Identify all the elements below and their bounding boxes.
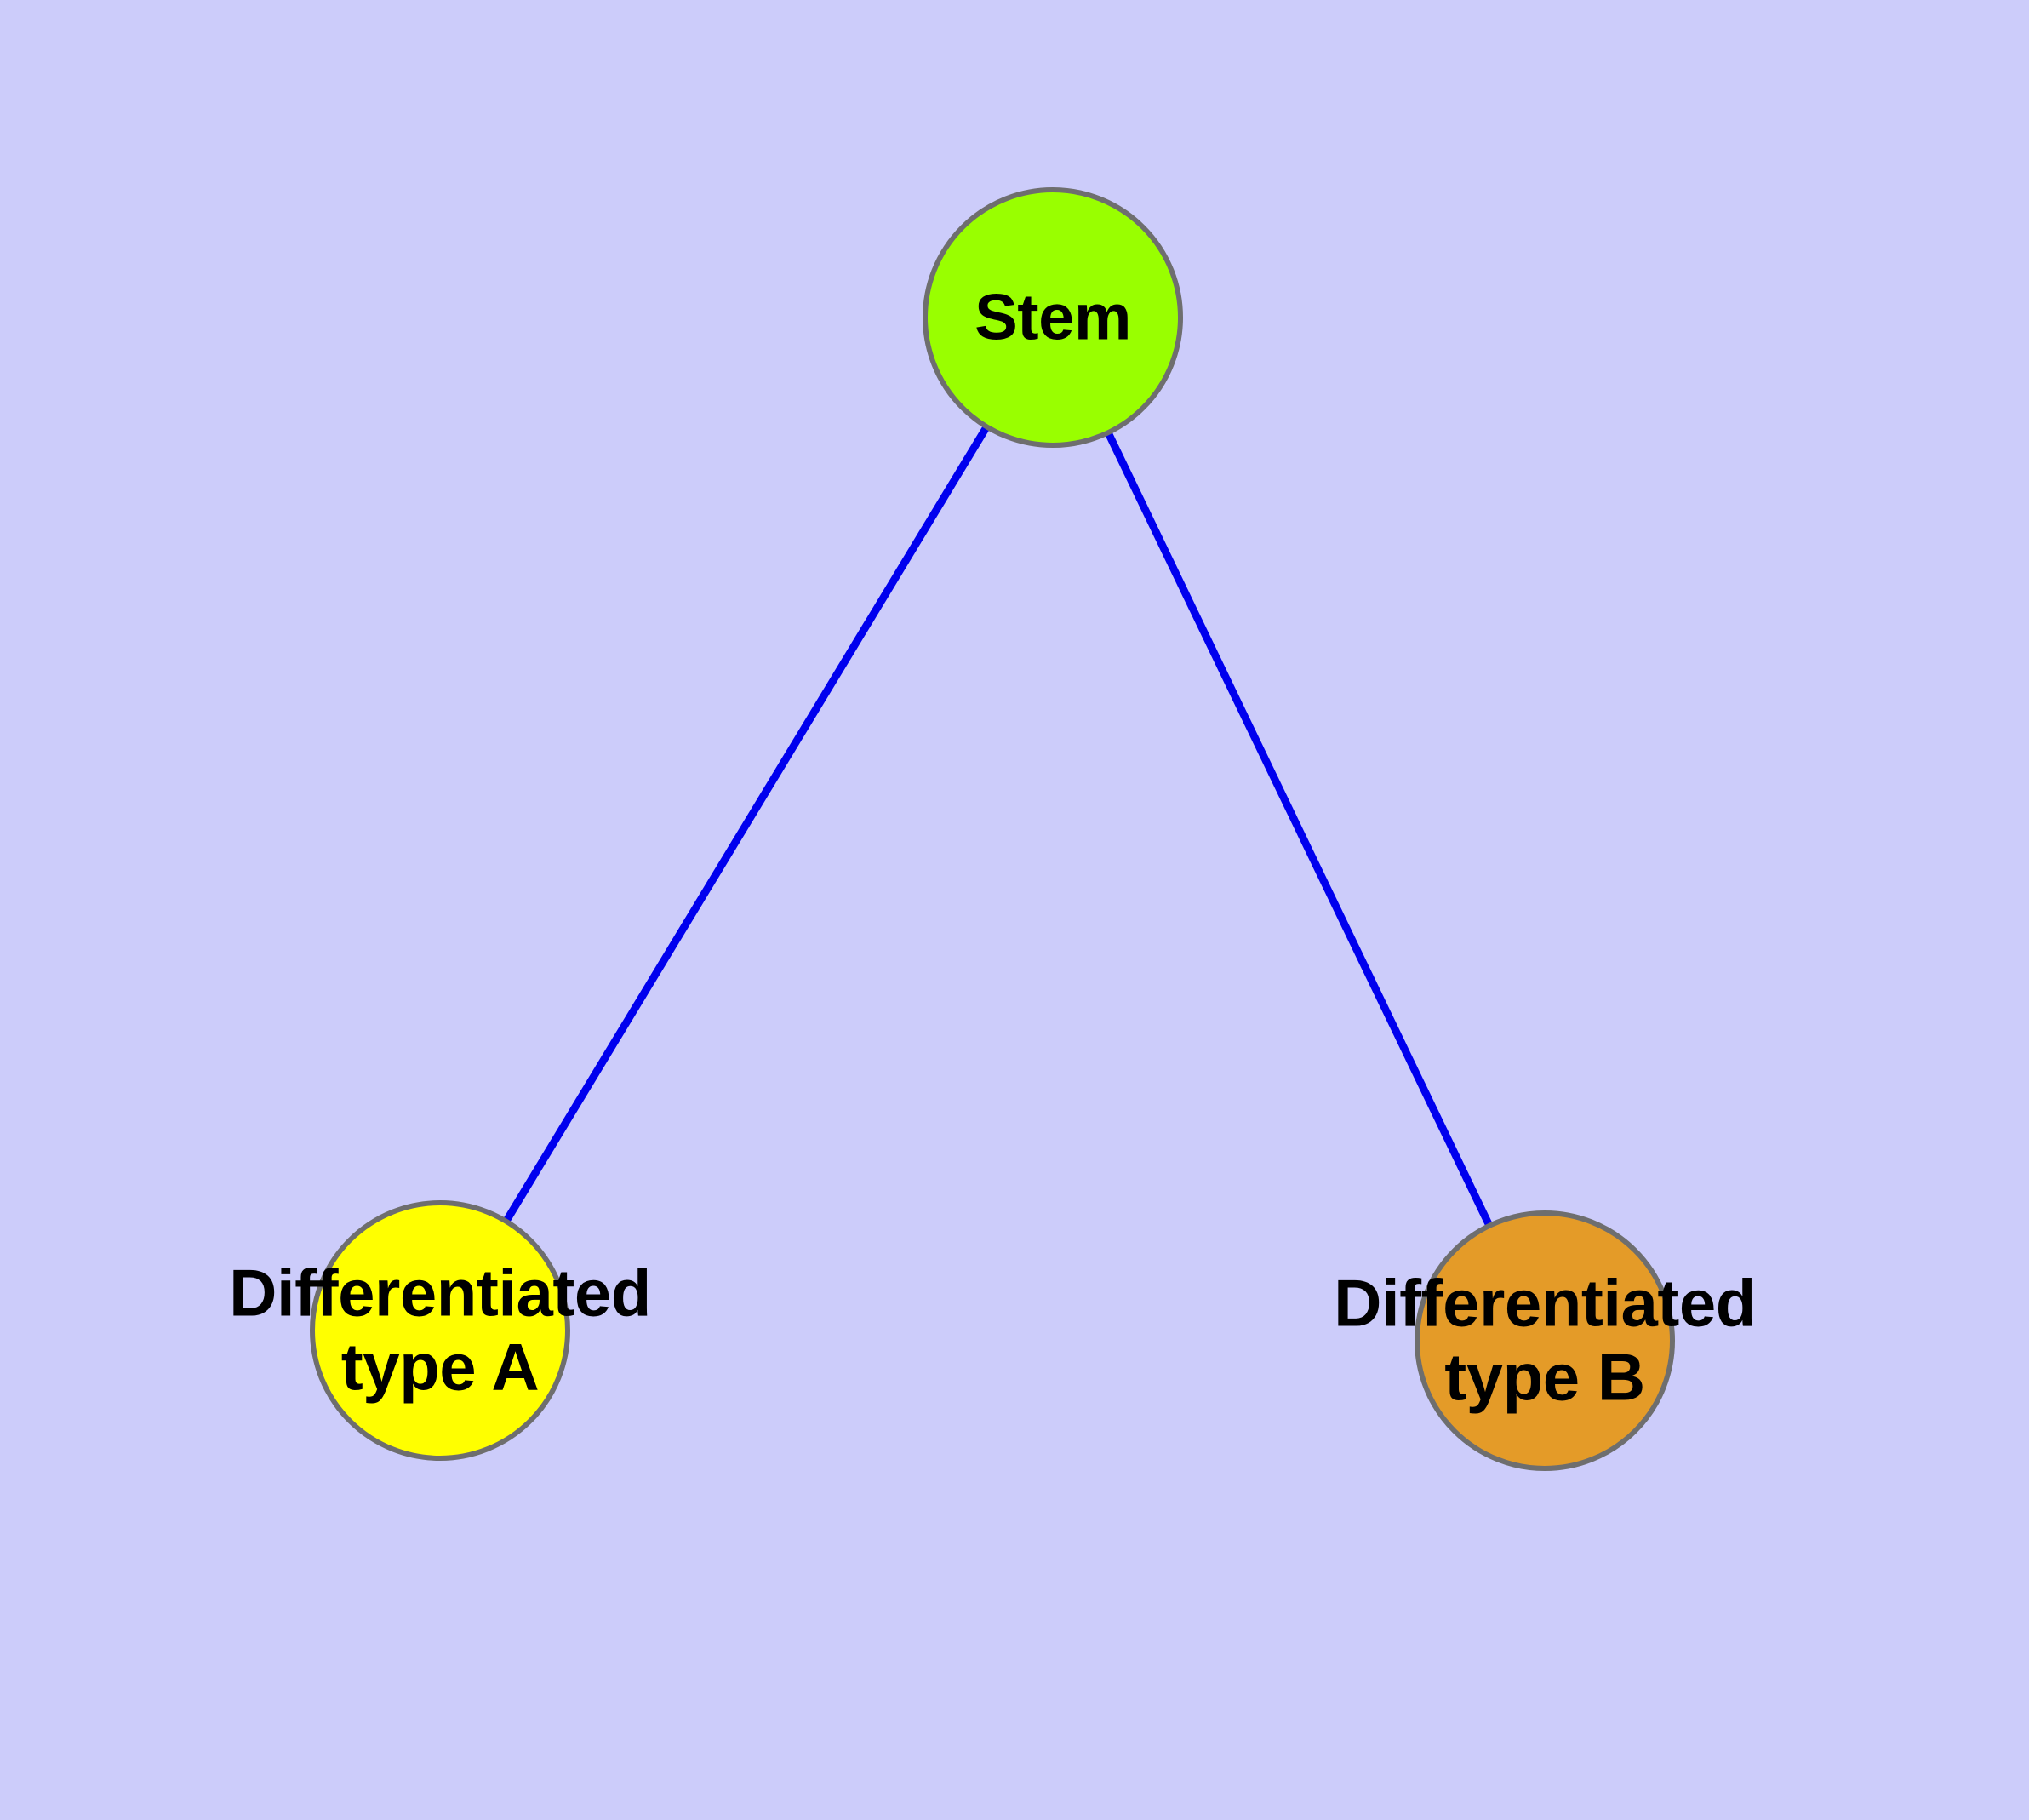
edges-layer (437, 315, 1549, 1342)
graph-node-diff-a[interactable] (310, 1200, 570, 1461)
graph-edge-stem-to-diff-a (437, 315, 1056, 1333)
nodes-layer (310, 187, 1675, 1471)
graph-edge-stem-to-diff-b (1049, 316, 1549, 1342)
graph-node-diff-b[interactable] (1415, 1210, 1675, 1471)
graph-node-stem[interactable] (923, 187, 1183, 448)
